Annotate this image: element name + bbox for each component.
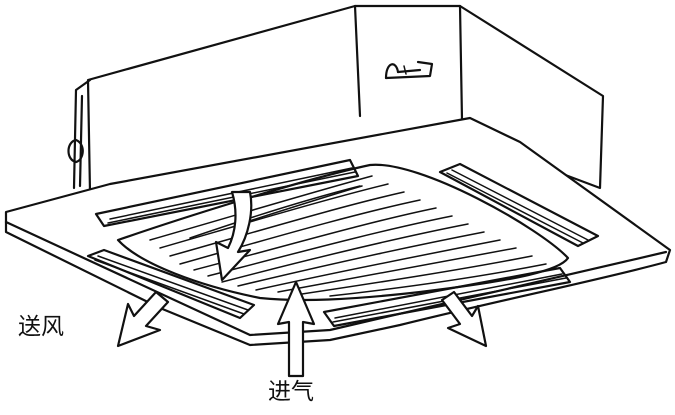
supply-air-label: 送风	[18, 316, 64, 339]
intake-air-label: 进气	[268, 381, 314, 404]
